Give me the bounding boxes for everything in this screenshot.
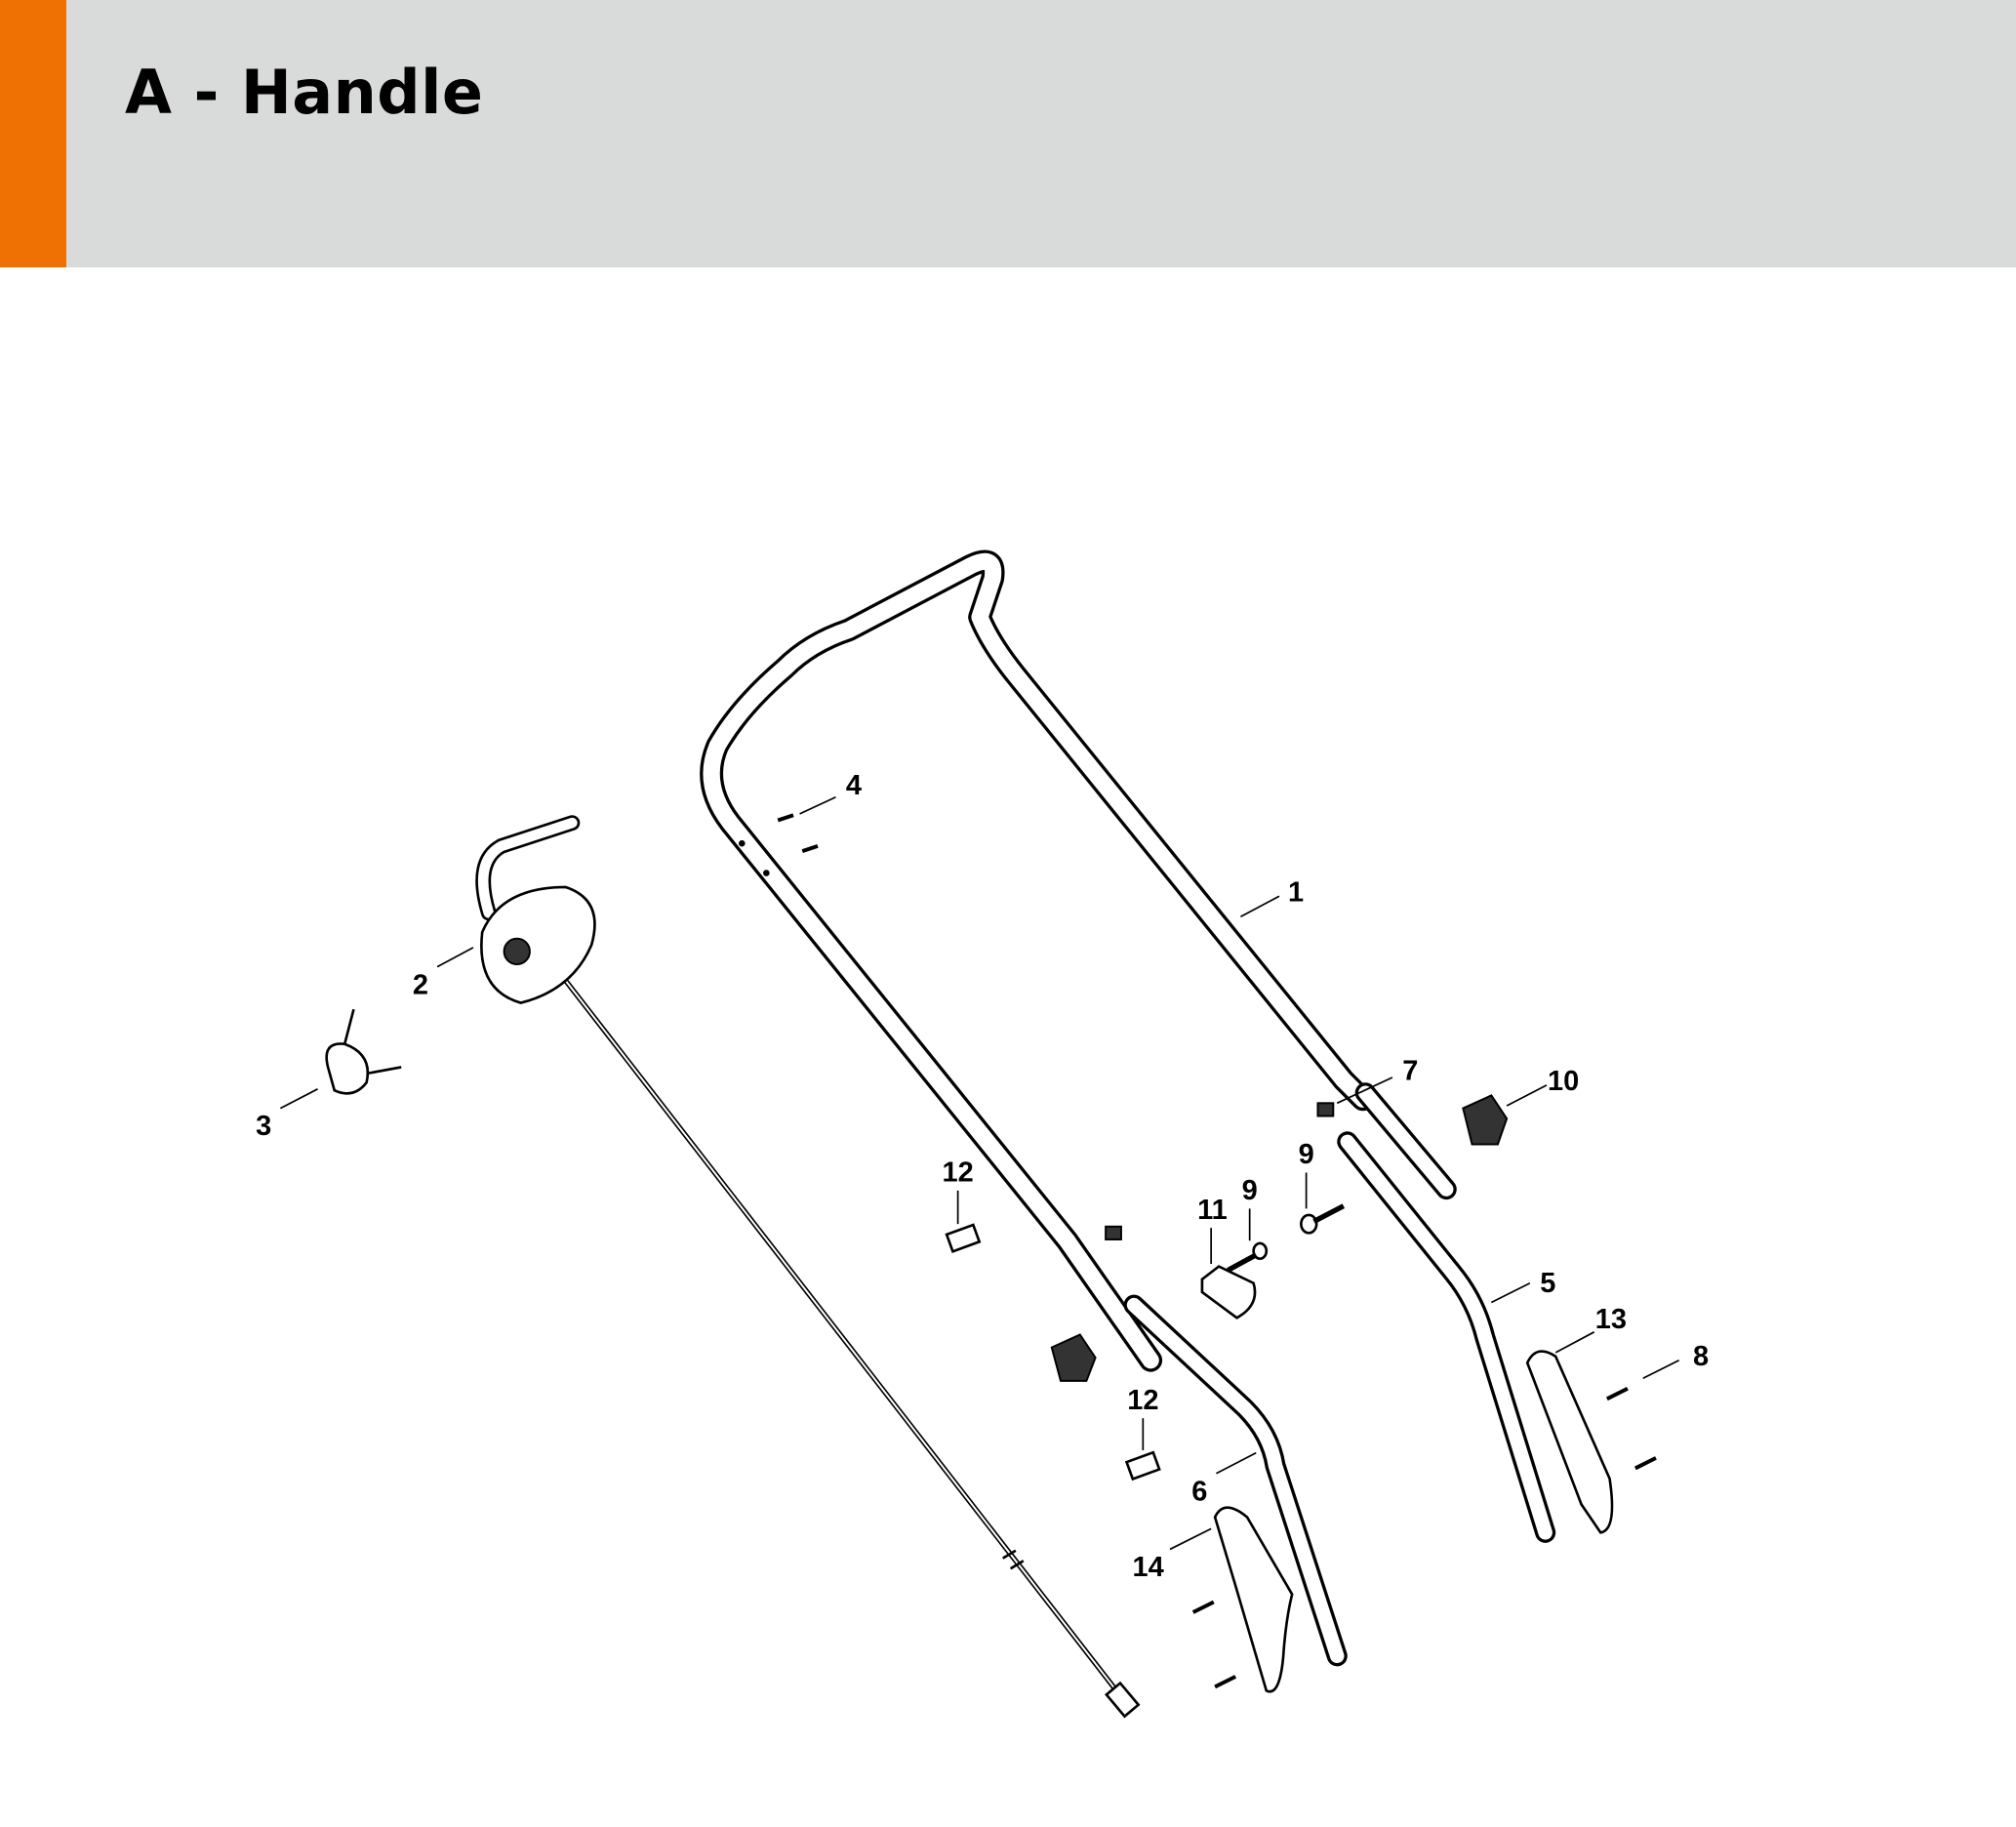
callout-7: 7 (1402, 1056, 1418, 1087)
screw-icon (777, 813, 819, 853)
callout-4: 4 (846, 770, 862, 801)
callout-6: 6 (1191, 1476, 1207, 1507)
screw-icon (1191, 1387, 1657, 1689)
cable-clip (325, 1008, 402, 1095)
callout-10: 10 (1548, 1066, 1579, 1097)
callout-5: 5 (1540, 1268, 1555, 1299)
accent-stripe (0, 0, 66, 267)
cable-clip (945, 1223, 982, 1253)
upper-handle (700, 549, 1457, 1372)
lower-handle-left (1123, 1294, 1348, 1667)
cover-left (1213, 1506, 1294, 1693)
callout-1: 1 (1288, 876, 1304, 908)
callout-8: 8 (1693, 1341, 1709, 1372)
callout-9: 9 (1242, 1175, 1258, 1206)
bolt (1227, 1241, 1269, 1273)
callout-12: 12 (1127, 1385, 1158, 1416)
cable-clip (1124, 1450, 1161, 1482)
callout-9: 9 (1299, 1139, 1314, 1170)
bolt (1300, 1203, 1346, 1235)
page-title: A - Handle (125, 57, 484, 128)
quick-release (1200, 1265, 1257, 1320)
spring-icon (1105, 1225, 1122, 1240)
leader-lines (279, 796, 1680, 1551)
control-lever (475, 815, 596, 1004)
spring-icon (1316, 1102, 1335, 1117)
lower-handle-right (1337, 1131, 1556, 1543)
callout-14: 14 (1132, 1552, 1163, 1583)
star-knob (1050, 1333, 1097, 1382)
bowden-cable (550, 962, 1141, 1719)
header-bar (0, 0, 2016, 267)
callout-3: 3 (256, 1111, 271, 1142)
cover-right (1525, 1350, 1614, 1534)
callout-2: 2 (413, 969, 428, 1000)
star-knob (1462, 1094, 1509, 1146)
callout-11: 11 (1197, 1195, 1228, 1226)
callout-12: 12 (943, 1157, 974, 1189)
callout-13: 13 (1595, 1304, 1627, 1335)
